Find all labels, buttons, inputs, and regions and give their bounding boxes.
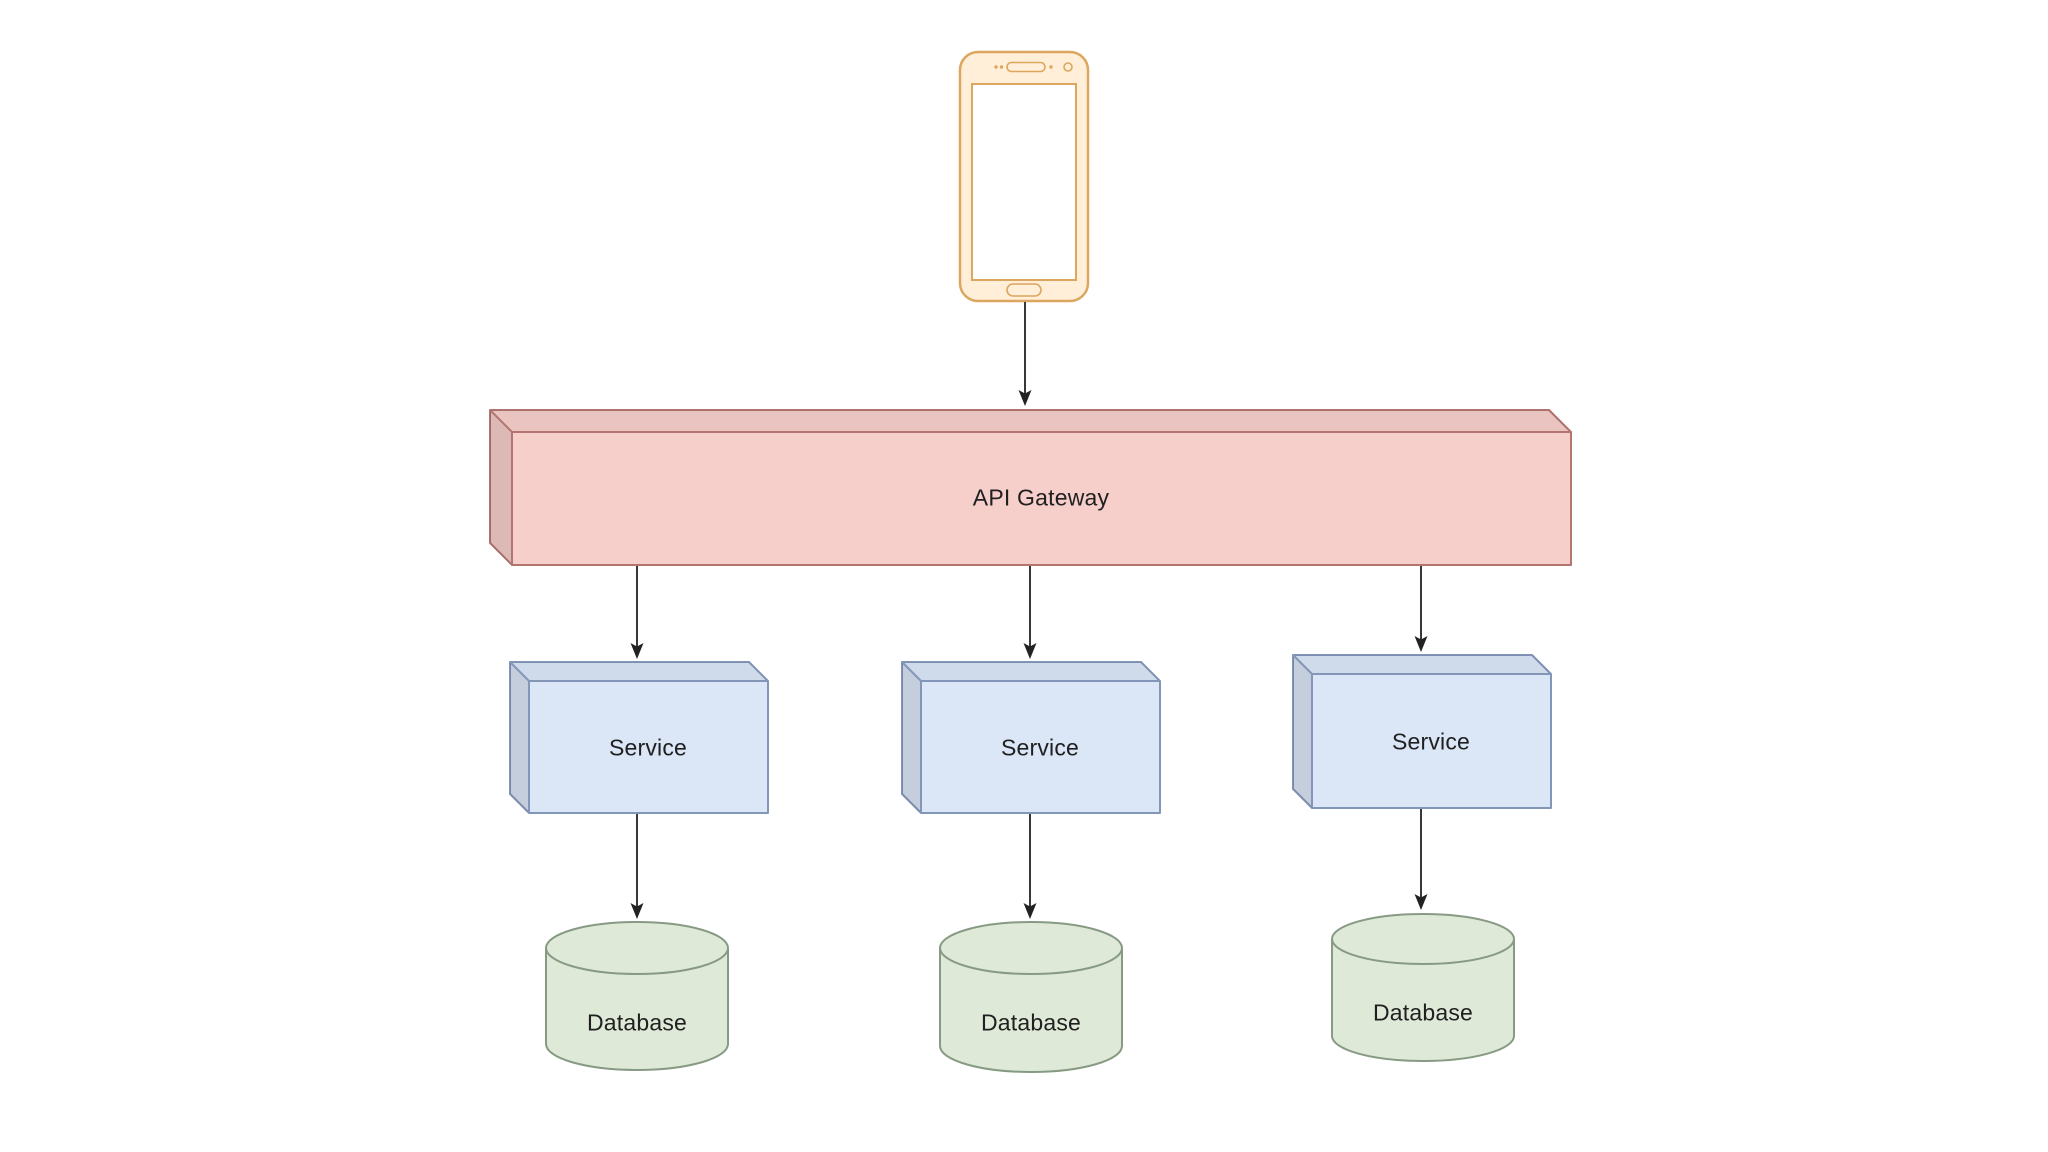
- database-label-1: Database: [586, 1009, 688, 1036]
- cylinder-body: [545, 948, 729, 1071]
- arrowhead-icon: [1414, 894, 1428, 910]
- cylinder-top: [1331, 913, 1515, 965]
- arrowhead-icon: [630, 643, 644, 659]
- speaker-grille-icon: [1006, 61, 1046, 73]
- cube-inner-edges: [489, 409, 1571, 565]
- api-gateway-label: API Gateway: [972, 484, 1110, 511]
- service-node-3: [1292, 654, 1552, 809]
- edge-gateway-to-service-1: [630, 566, 644, 659]
- arrowhead-icon: [1023, 903, 1037, 919]
- cube-inner-edges: [1292, 654, 1551, 808]
- database-label-2: Database: [980, 1009, 1082, 1036]
- service-label-1: Service: [608, 734, 688, 761]
- edge-gateway-to-service-2: [1023, 566, 1037, 659]
- cube-left-face-shade: [490, 410, 512, 565]
- edge-gateway-to-service-3: [1414, 566, 1428, 652]
- cube-top-face-shade: [490, 410, 1571, 432]
- edge-service-2-to-database-2: [1023, 814, 1037, 919]
- cube-silhouette: [1292, 654, 1552, 809]
- cube-left-face-shade: [1293, 655, 1312, 808]
- smartphone-screen: [971, 83, 1077, 281]
- mobile-client-node: [958, 50, 1090, 303]
- edge-service-1-to-database-1: [630, 814, 644, 919]
- cube-left-face-shade: [902, 662, 921, 813]
- cube-inner-edges: [901, 661, 1160, 813]
- database-node-2: [939, 921, 1123, 1073]
- database-node-1: [545, 921, 729, 1071]
- arrowhead-icon: [1414, 636, 1428, 652]
- sensor-dot-icon: [994, 65, 998, 69]
- service-label-3: Service: [1391, 728, 1471, 755]
- cube-top-face-shade: [1293, 655, 1551, 674]
- cube-top-face-shade: [902, 662, 1160, 681]
- cylinder-body: [939, 948, 1123, 1073]
- cube-top-face-shade: [510, 662, 768, 681]
- cylinder-top: [939, 921, 1123, 975]
- database-label-3: Database: [1372, 999, 1474, 1026]
- service-node-1: [509, 661, 769, 814]
- cube-silhouette: [509, 661, 769, 814]
- database-node-3: [1331, 913, 1515, 1062]
- home-button-icon: [1006, 283, 1042, 297]
- arrowhead-icon: [1023, 643, 1037, 659]
- arrowhead-icon: [630, 903, 644, 919]
- edge-client-to-gateway: [1018, 302, 1032, 406]
- edge-service-3-to-database-3: [1414, 809, 1428, 910]
- cube-left-face-shade: [510, 662, 529, 813]
- cube-inner-edges: [509, 661, 768, 813]
- sensor-dot-icon: [999, 65, 1004, 69]
- cylinder-top: [545, 921, 729, 975]
- arrowhead-icon: [1018, 390, 1032, 406]
- camera-dot-icon: [1063, 62, 1073, 72]
- cube-silhouette: [901, 661, 1161, 814]
- cylinder-body: [1331, 939, 1515, 1062]
- service-node-2: [901, 661, 1161, 814]
- api-gateway-node: [489, 409, 1572, 566]
- service-label-2: Service: [1000, 734, 1080, 761]
- cube-silhouette: [489, 409, 1572, 566]
- sensor-dot-icon: [1049, 65, 1053, 69]
